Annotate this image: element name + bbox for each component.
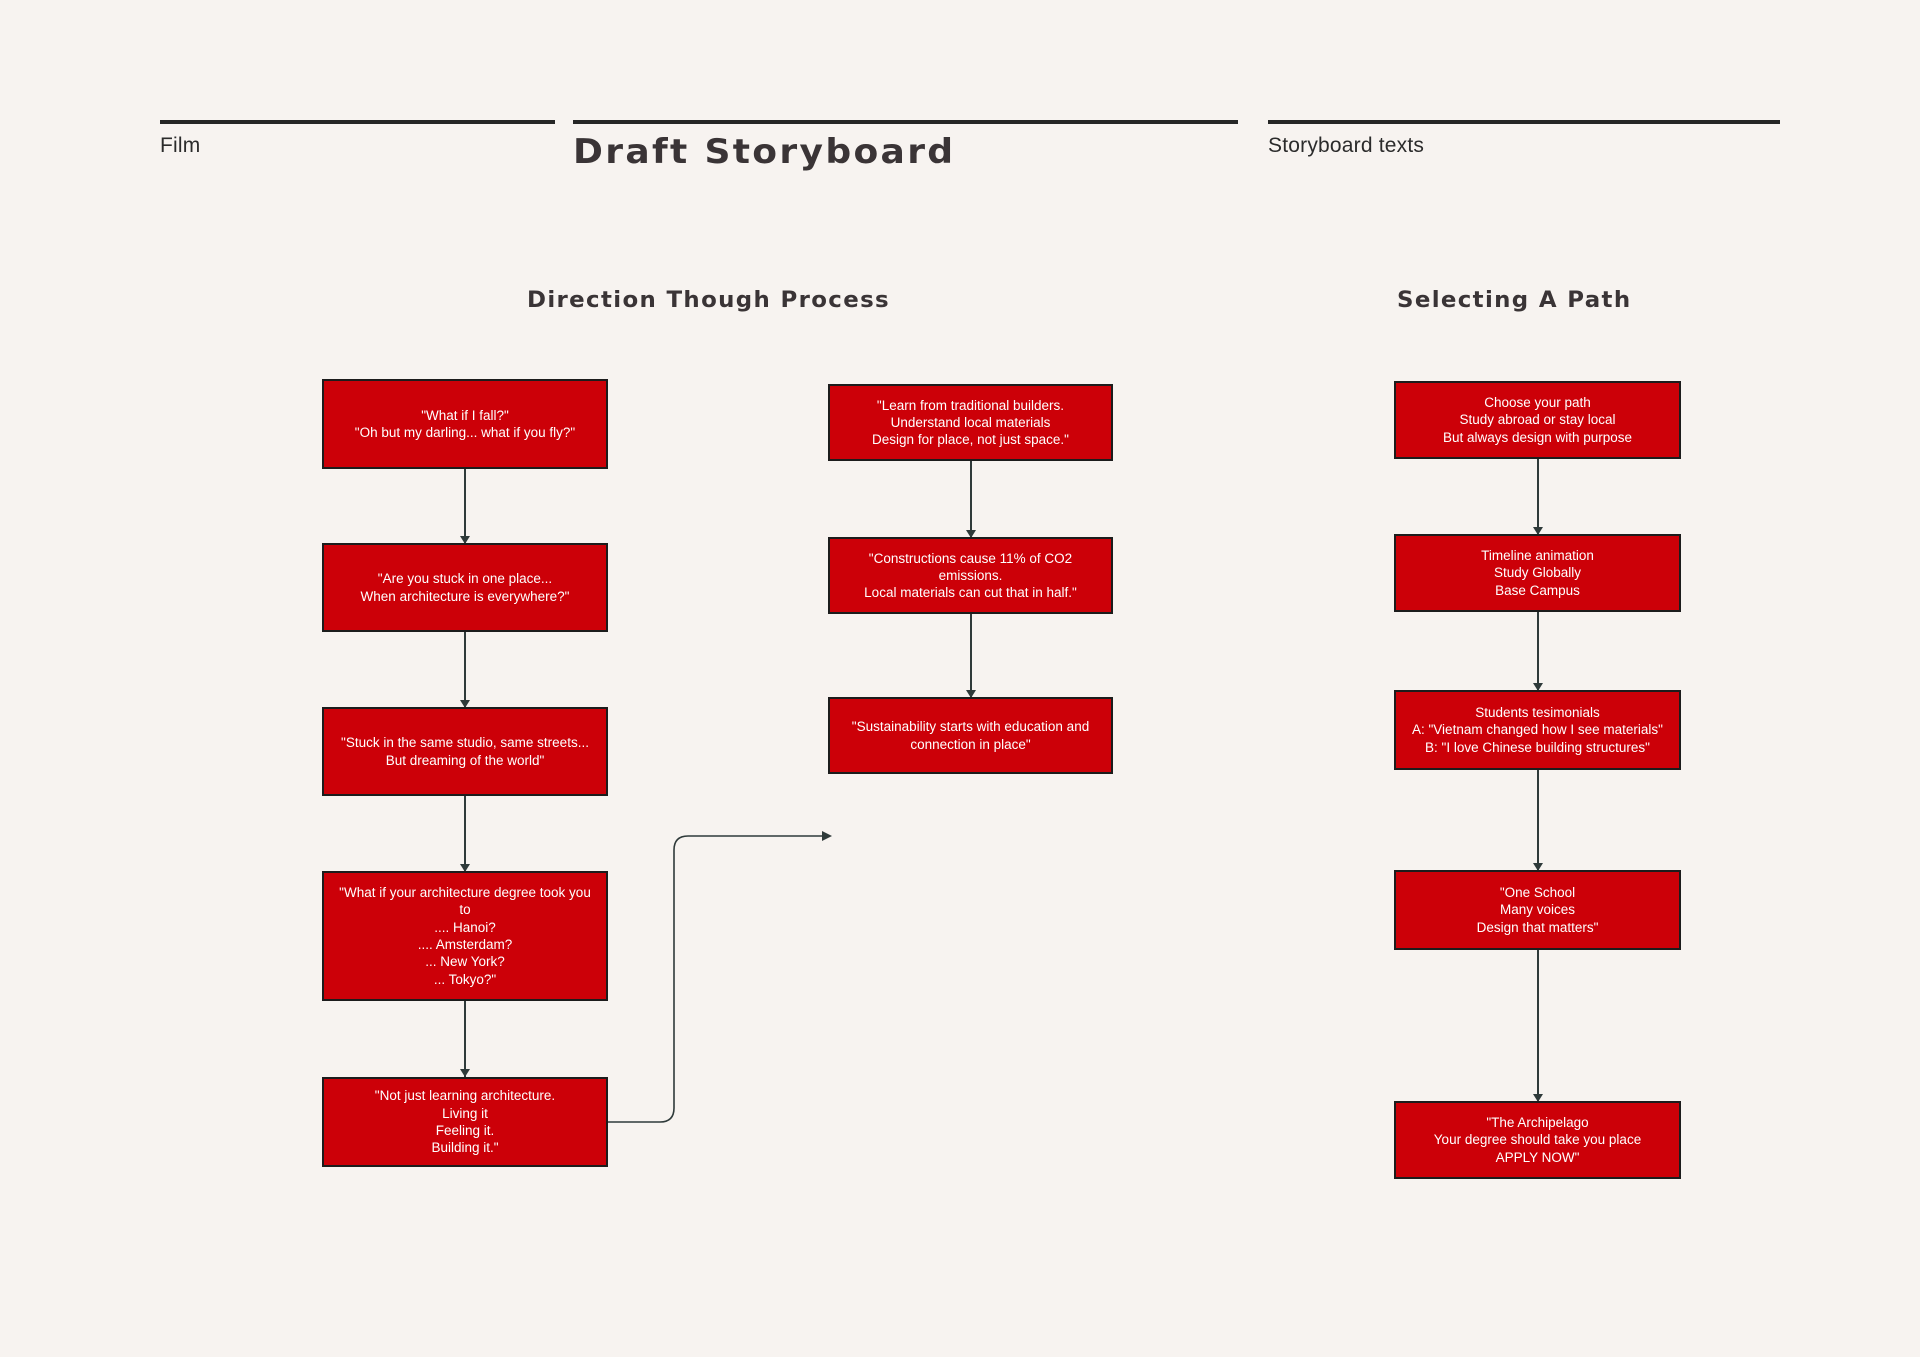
connector-c2b2-c2b3 bbox=[970, 614, 972, 698]
header-rule-left bbox=[160, 120, 555, 124]
connector-c1b3-c1b4 bbox=[464, 796, 466, 872]
flow-box-text: Students tesimonials A: "Vietnam changed… bbox=[1412, 705, 1663, 755]
flow-box-c3b1[interactable]: Choose your path Study abroad or stay lo… bbox=[1394, 381, 1681, 459]
header-block-title: Draft Storyboard bbox=[573, 120, 1238, 172]
arrow-head-c3b3 bbox=[1533, 683, 1543, 691]
flow-box-text: "The Archipelago Your degree should take… bbox=[1433, 1115, 1642, 1165]
connector-c3b1-c3b2 bbox=[1537, 459, 1539, 535]
connector-c3b4-c3b5 bbox=[1537, 950, 1539, 1102]
flow-box-text: "Constructions cause 11% of CO2 emission… bbox=[864, 550, 1077, 601]
page-header: Film Draft Storyboard Storyboard texts bbox=[0, 0, 1920, 180]
flow-box-c1b5[interactable]: "Not just learning architecture. Living … bbox=[322, 1077, 608, 1167]
flow-box-c1b3[interactable]: "Stuck in the same studio, same streets.… bbox=[322, 707, 608, 796]
arrow-head-c3b2 bbox=[1533, 527, 1543, 535]
flow-box-c3b4[interactable]: "One School Many voices Design that matt… bbox=[1394, 870, 1681, 950]
flow-box-text: "Are you stuck in one place... When arch… bbox=[360, 571, 570, 604]
flow-box-c1b1[interactable]: "What if I fall?" "Oh but my darling... … bbox=[322, 379, 608, 469]
flow-box-text: "Not just learning architecture. Living … bbox=[374, 1088, 556, 1156]
flow-box-text: "What if your architecture degree took y… bbox=[339, 885, 591, 987]
flow-box-text: Choose your path Study abroad or stay lo… bbox=[1442, 395, 1633, 445]
arrow-head-c1b2 bbox=[460, 536, 470, 544]
connector-c1b2-c1b3 bbox=[464, 632, 466, 708]
header-label-film: Film bbox=[160, 134, 201, 157]
header-rule-center bbox=[573, 120, 1238, 124]
header-block-film: Film bbox=[160, 120, 555, 158]
connector-c3b3-c3b4 bbox=[1537, 770, 1539, 871]
flow-box-text: "What if I fall?" "Oh but my darling... … bbox=[354, 407, 576, 440]
flow-box-c1b2[interactable]: "Are you stuck in one place... When arch… bbox=[322, 543, 608, 632]
header-rule-right bbox=[1268, 120, 1780, 124]
connector-c1b1-c1b2 bbox=[464, 469, 466, 543]
flow-box-c1b4[interactable]: "What if your architecture degree took y… bbox=[322, 871, 608, 1001]
flow-box-c2b3[interactable]: "Sustainability starts with education an… bbox=[828, 697, 1113, 774]
section-heading-direction: Direction Though Process bbox=[527, 288, 891, 313]
flow-box-text: "Sustainability starts with education an… bbox=[851, 719, 1090, 752]
page-title: Draft Storyboard bbox=[573, 132, 956, 172]
flow-box-text: "One School Many voices Design that matt… bbox=[1476, 885, 1599, 935]
flow-box-c3b2[interactable]: Timeline animation Study Globally Base C… bbox=[1394, 534, 1681, 612]
arrow-head-c3b4 bbox=[1533, 863, 1543, 871]
connector-c2b1-c2b2 bbox=[970, 461, 972, 538]
flow-box-c3b3[interactable]: Students tesimonials A: "Vietnam changed… bbox=[1394, 690, 1681, 770]
flow-box-text: Timeline animation Study Globally Base C… bbox=[1481, 548, 1594, 598]
arrow-head-c3b5 bbox=[1533, 1094, 1543, 1102]
arrow-head-c1b4 bbox=[460, 864, 470, 872]
arrow-head-c1b3 bbox=[460, 700, 470, 708]
connector-c1b5-c2b1 bbox=[608, 831, 832, 1123]
arrow-head-c2b2 bbox=[966, 530, 976, 538]
section-heading-selecting: Selecting A Path bbox=[1397, 288, 1632, 313]
connector-c1b4-c1b5 bbox=[464, 1001, 466, 1077]
flow-box-c2b2[interactable]: "Constructions cause 11% of CO2 emission… bbox=[828, 537, 1113, 614]
connector-c3b2-c3b3 bbox=[1537, 612, 1539, 691]
header-block-storyboard-texts: Storyboard texts bbox=[1268, 120, 1780, 158]
arrow-head-c1b5 bbox=[460, 1069, 470, 1077]
flow-box-c2b1[interactable]: "Learn from traditional builders. Unders… bbox=[828, 384, 1113, 461]
flow-box-text: "Learn from traditional builders. Unders… bbox=[872, 397, 1069, 448]
flow-box-text: "Stuck in the same studio, same streets.… bbox=[341, 735, 589, 768]
header-label-storyboard-texts: Storyboard texts bbox=[1268, 134, 1425, 157]
arrow-head-c2b3 bbox=[966, 690, 976, 698]
flow-box-c3b5[interactable]: "The Archipelago Your degree should take… bbox=[1394, 1101, 1681, 1179]
